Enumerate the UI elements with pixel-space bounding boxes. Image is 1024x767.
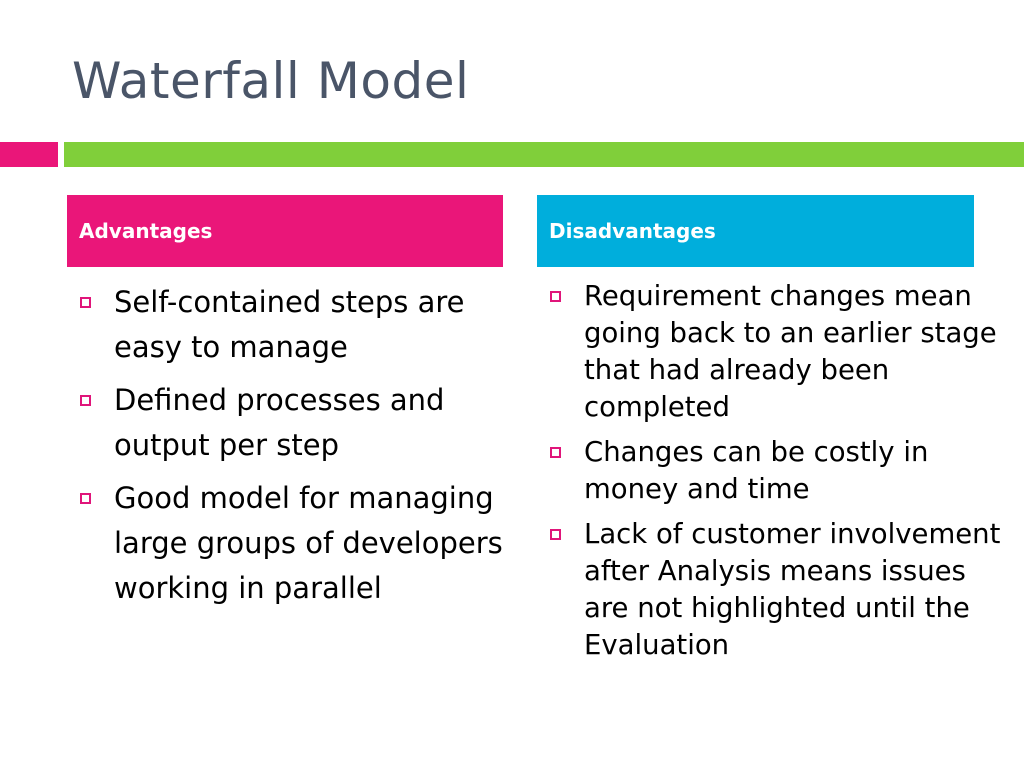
advantages-header-label: Advantages (79, 219, 213, 243)
square-bullet-icon (550, 447, 561, 458)
list-item: Good model for managing large groups of … (66, 476, 506, 611)
square-bullet-icon (80, 297, 91, 308)
disadvantages-list: Requirement changes mean going back to a… (536, 278, 1006, 672)
disadvantages-header: Disadvantages (537, 195, 974, 267)
accent-bar-pink (0, 142, 58, 167)
advantages-header: Advantages (67, 195, 503, 267)
list-item: Changes can be costly in money and time (536, 434, 1006, 508)
slide-title: Waterfall Model (72, 52, 470, 110)
square-bullet-icon (80, 493, 91, 504)
square-bullet-icon (80, 395, 91, 406)
disadvantages-header-label: Disadvantages (549, 219, 716, 243)
advantages-list: Self-contained steps are easy to manage … (66, 280, 506, 619)
list-item: Defined processes and output per step (66, 378, 506, 468)
list-item: Lack of customer involvement after Analy… (536, 516, 1006, 664)
square-bullet-icon (550, 529, 561, 540)
list-item: Self-contained steps are easy to manage (66, 280, 506, 370)
accent-bar-green (64, 142, 1024, 167)
square-bullet-icon (550, 291, 561, 302)
list-item: Requirement changes mean going back to a… (536, 278, 1006, 426)
